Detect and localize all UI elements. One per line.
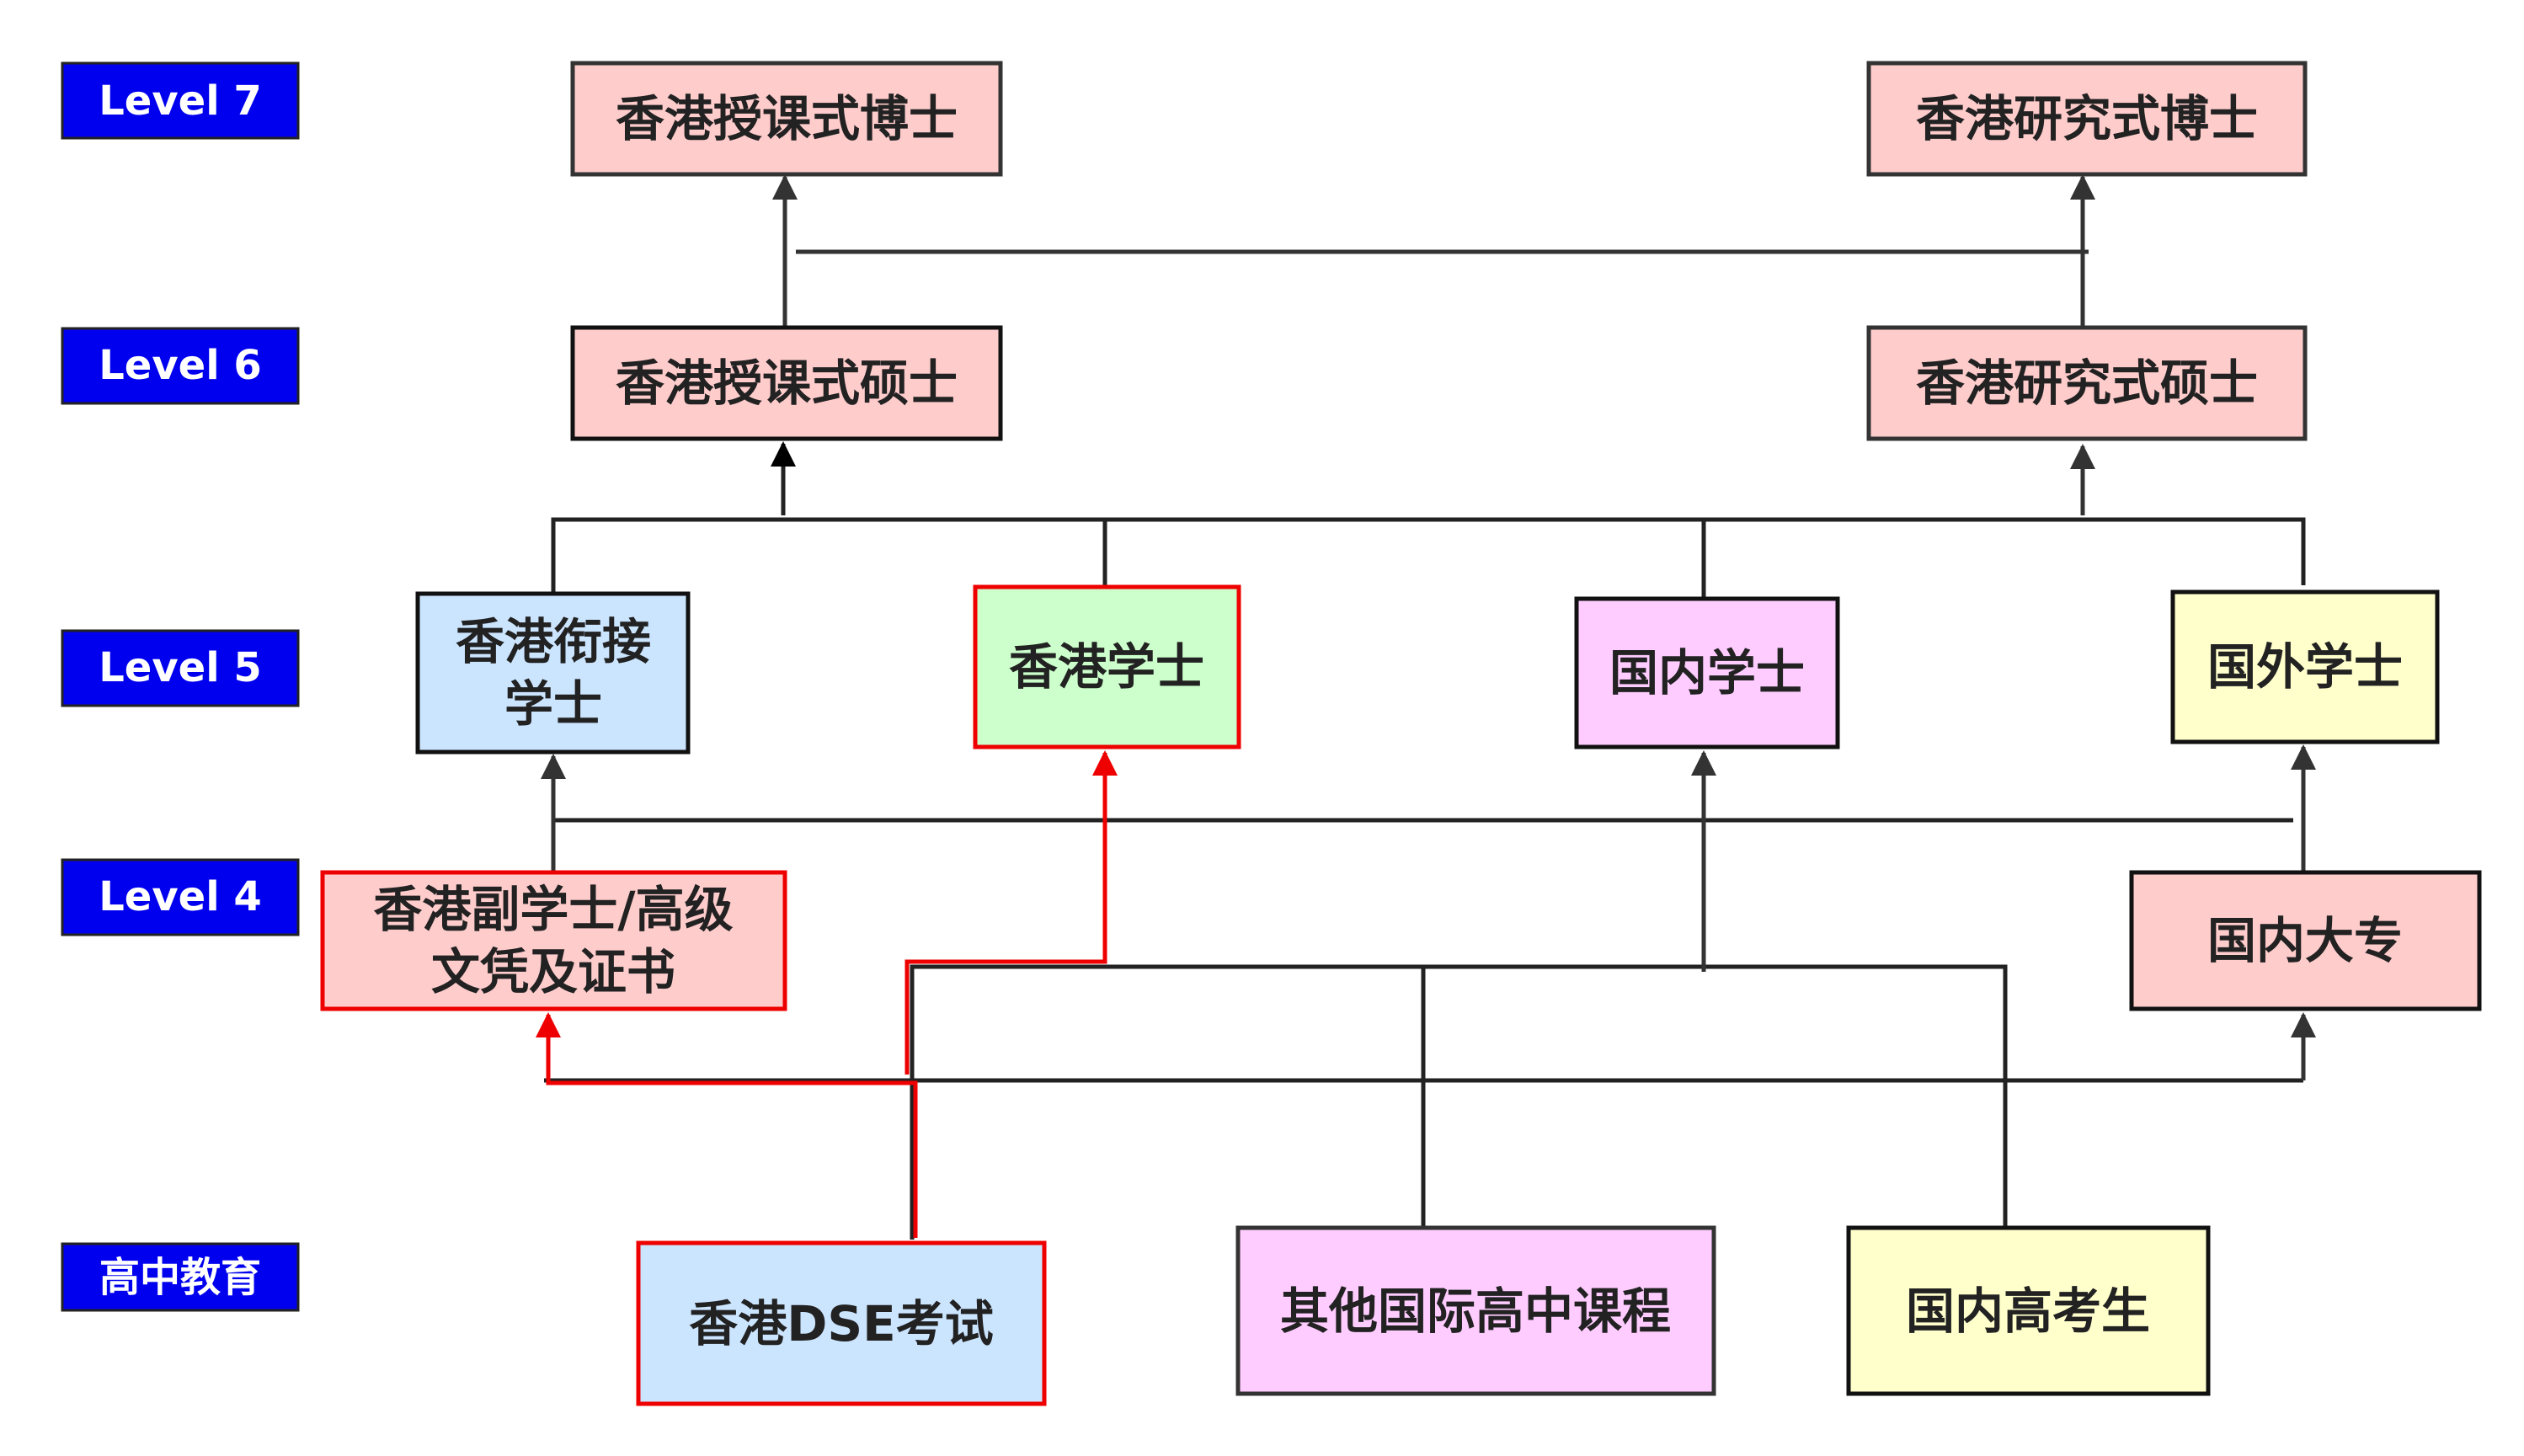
- connectors: [536, 174, 2316, 1240]
- node-hk-dse-label: 香港DSE考试: [689, 1295, 994, 1352]
- node-hk-research-phd-label: 香港研究式博士: [1916, 90, 2258, 147]
- dse-route-to-hk-bachelor: [904, 750, 1118, 1075]
- node-hk-dse: 香港DSE考试: [636, 1240, 1047, 1406]
- high-school-label: 高中教育: [99, 1254, 261, 1301]
- level-5-label: Level 5: [99, 644, 262, 691]
- node-hk-taught-phd: 香港授课式博士: [570, 61, 1003, 177]
- node-hk-associate-line-2: 文凭及证书: [431, 943, 675, 1000]
- node-hk-bachelor-label: 香港学士: [1009, 638, 1204, 696]
- high-school-to-cn-bachelor-bus: [910, 964, 2008, 1240]
- node-hk-topup-bachelor-line-2: 学士: [504, 675, 602, 733]
- level-7-label: Level 7: [99, 77, 262, 125]
- node-cn-bachelor: 国内学士: [1574, 596, 1840, 749]
- node-hk-taught-master: 香港授课式硕士: [570, 325, 1003, 441]
- high-school-badge: 高中教育: [61, 1242, 300, 1312]
- node-hk-research-master-label: 香港研究式硕士: [1916, 355, 2258, 412]
- node-hk-topup-bachelor: 香港衔接 学士: [415, 591, 691, 755]
- level-7-badge: Level 7: [61, 61, 300, 140]
- node-intl-curriculum-label: 其他国际高中课程: [1280, 1283, 1671, 1340]
- node-overseas-bachelor: 国外学士: [2170, 589, 2440, 744]
- node-hk-taught-master-label: 香港授课式硕士: [616, 355, 958, 412]
- node-hk-associate: 香港副学士/高级 文凭及证书: [320, 870, 787, 1011]
- node-intl-curriculum: 其他国际高中课程: [1235, 1225, 1716, 1396]
- node-cn-college-label: 国内大专: [2207, 912, 2403, 969]
- node-hk-topup-bachelor-line-1: 香港衔接: [456, 613, 651, 670]
- level-5-badge: Level 5: [61, 629, 300, 707]
- level-4-badge: Level 4: [61, 858, 300, 936]
- node-cn-gaokao: 国内高考生: [1846, 1225, 2211, 1396]
- level5-to-level6-bus: [551, 517, 2306, 592]
- node-cn-gaokao-label: 国内高考生: [1906, 1283, 2150, 1340]
- level-6-label: Level 6: [99, 342, 262, 389]
- node-hk-taught-phd-label: 香港授课式博士: [616, 90, 958, 147]
- node-hk-research-phd: 香港研究式博士: [1866, 61, 2308, 177]
- node-hk-research-master: 香港研究式硕士: [1866, 325, 2308, 441]
- level-6-badge: Level 6: [61, 327, 300, 405]
- dse-route-to-associate: [536, 1012, 918, 1238]
- node-cn-college: 国内大专: [2129, 870, 2482, 1011]
- node-overseas-bachelor-label: 国外学士: [2207, 638, 2403, 696]
- node-hk-bachelor: 香港学士: [973, 584, 1241, 749]
- level-4-label: Level 4: [99, 873, 262, 920]
- node-hk-associate-line-1: 香港副学士/高级: [373, 881, 733, 938]
- node-cn-bachelor-label: 国内学士: [1609, 644, 1805, 701]
